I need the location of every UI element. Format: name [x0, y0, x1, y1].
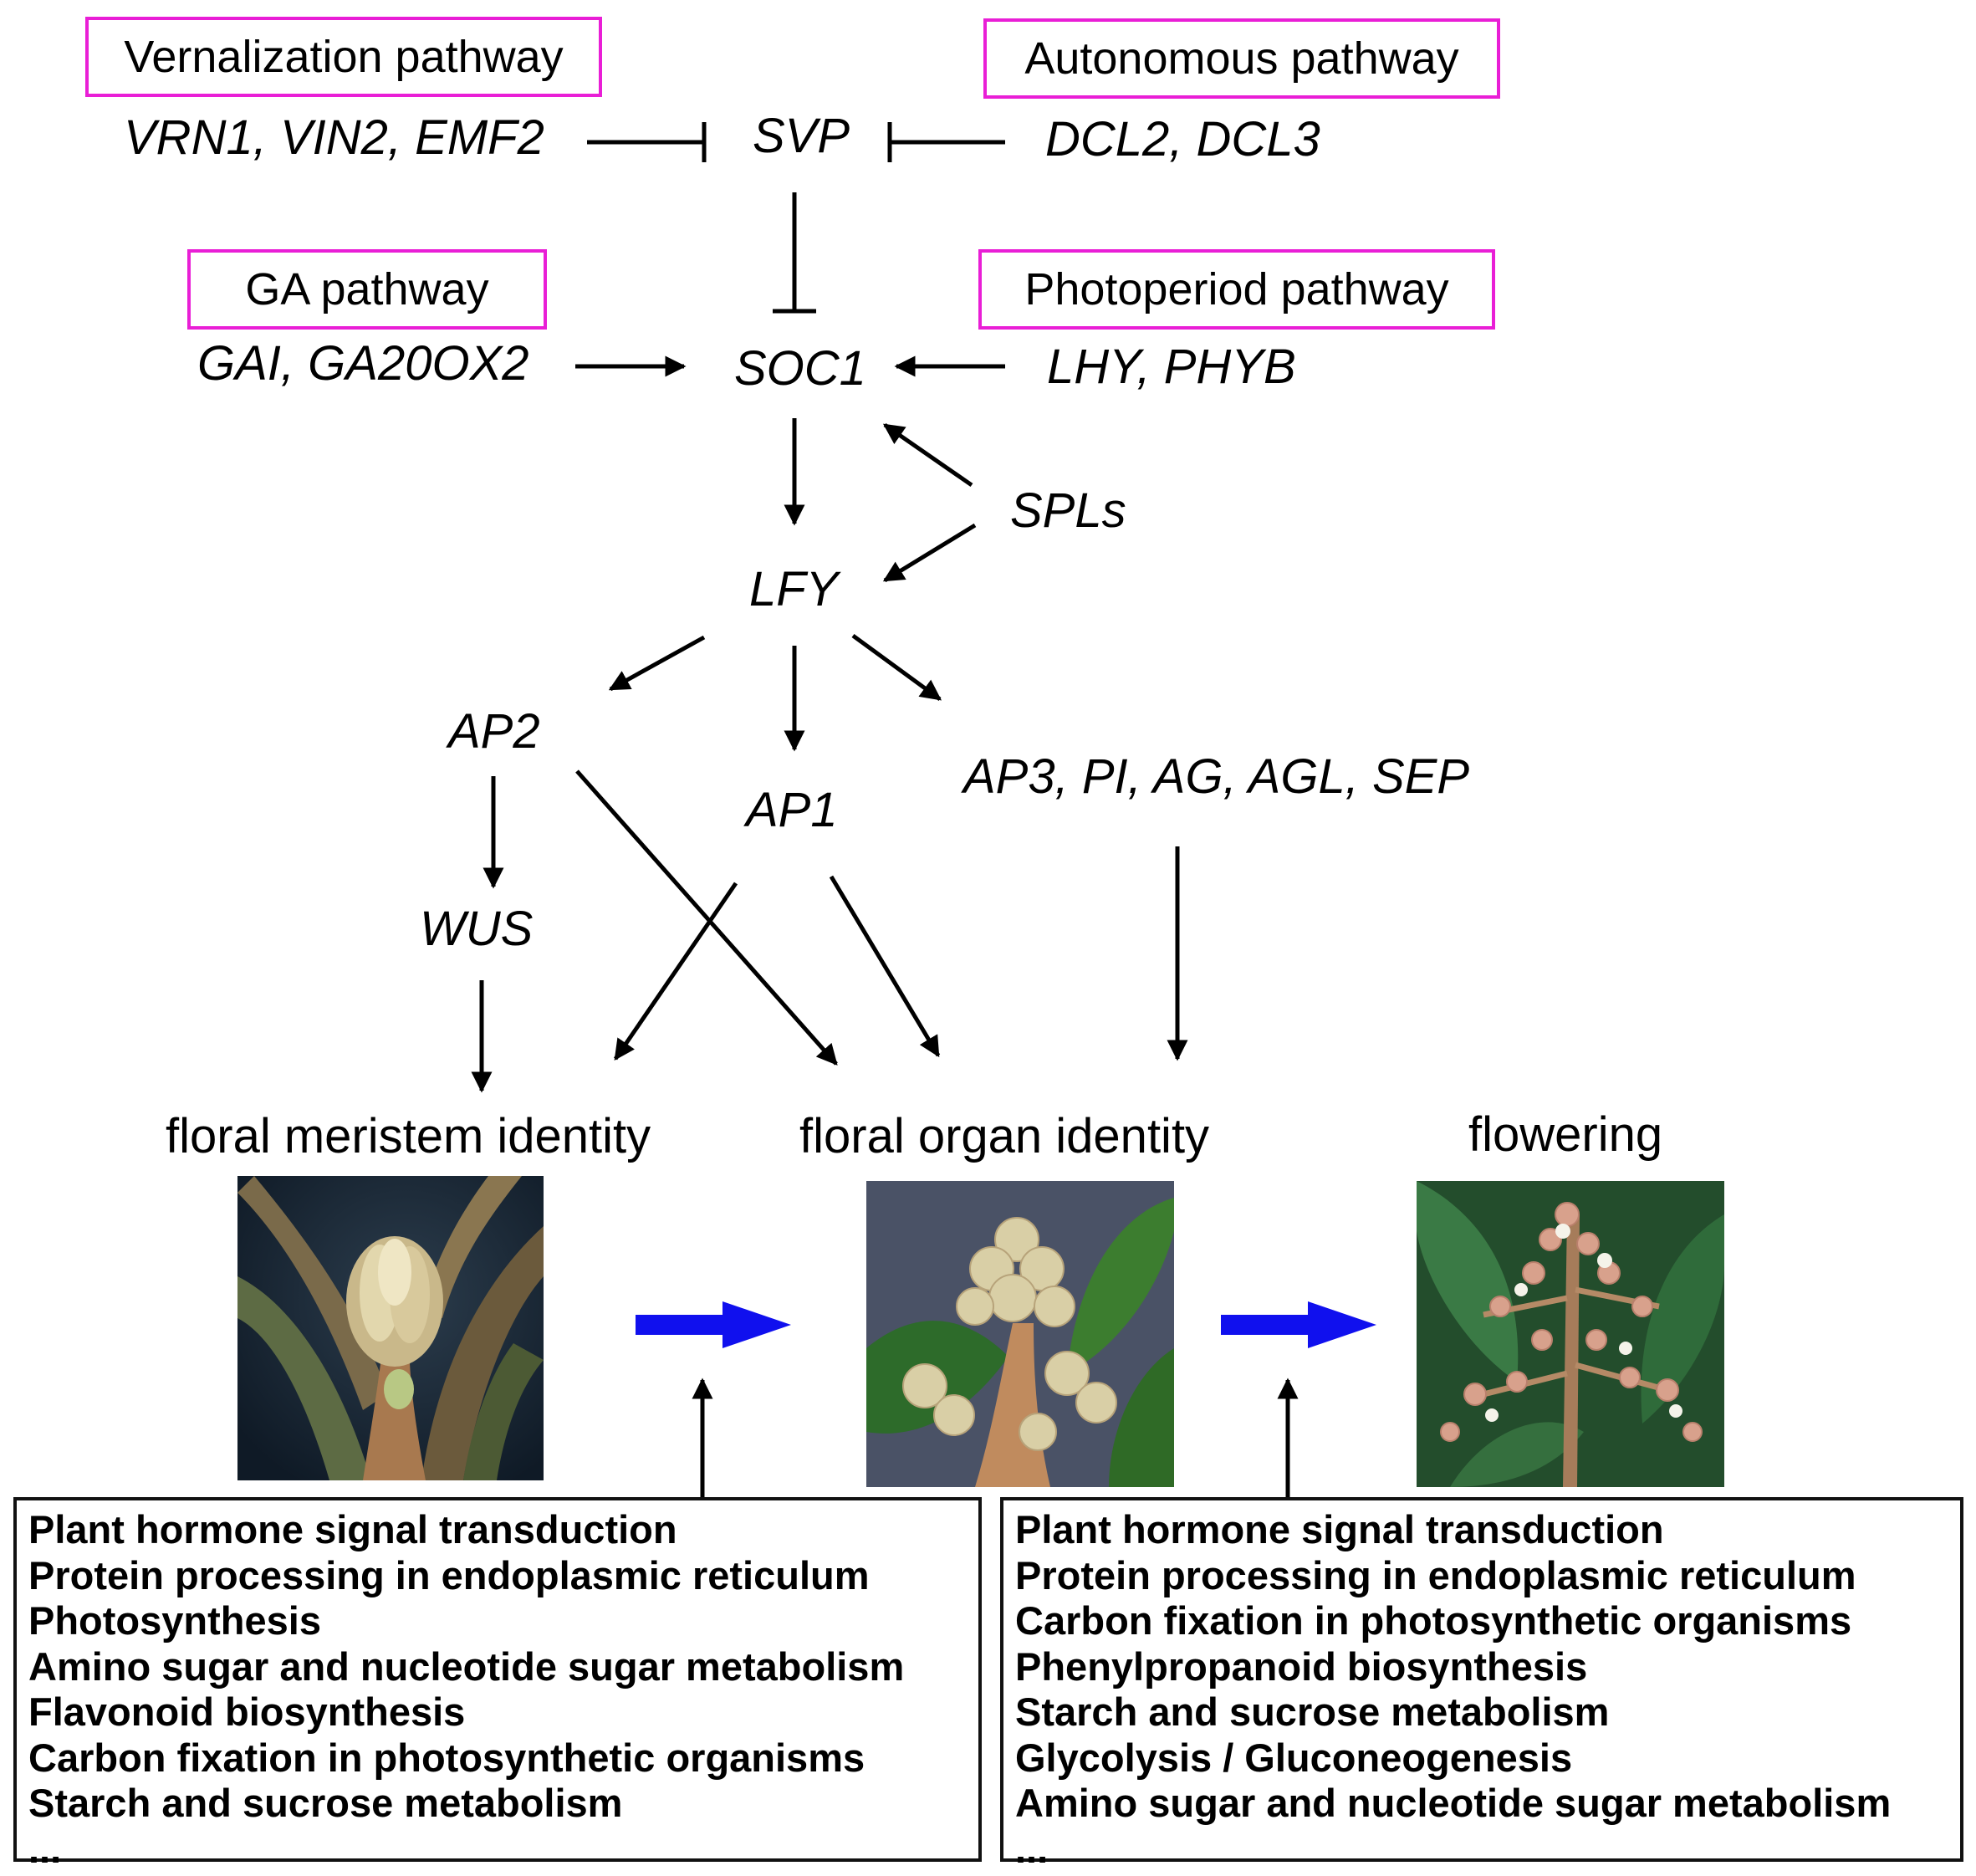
kegg-item: Starch and sucrose metabolism [28, 1781, 623, 1825]
gene-soc1: SOC1 [734, 341, 866, 396]
vernalization-pathway-box: Vernalization pathway [85, 17, 602, 97]
autonomous-genes: DCL2, DCL3 [1045, 112, 1320, 166]
gene-ap2: AP2 [448, 704, 540, 759]
gene-dcl3: DCL3 [1196, 112, 1320, 166]
gene-svp: SVP [753, 109, 850, 163]
gene-gai: GAI [197, 336, 281, 391]
gene-emf2: EMF2 [415, 110, 544, 165]
floral-organ-photo [866, 1181, 1174, 1487]
gene-lfy: LFY [749, 562, 839, 616]
kegg-box-right: Plant hormone signal transduction Protei… [1000, 1497, 1963, 1871]
floral-bud-illustration [237, 1176, 544, 1480]
kegg-item: Amino sugar and nucleotide sugar metabol… [28, 1643, 905, 1689]
stage-arrow-meristem-to-organ [636, 1301, 791, 1348]
gene-pi: PI [1081, 749, 1128, 804]
gene-vrn1: VRN1 [124, 110, 253, 165]
arrow-spls-soc1 [882, 422, 973, 488]
kegg-item: Carbon fixation in photosynthetic organi… [1015, 1598, 1852, 1643]
flowering-panicle-illustration [1417, 1181, 1724, 1487]
gene-phyb: PHYB [1163, 340, 1296, 394]
gene-dcl2: DCL2 [1045, 112, 1170, 166]
arrow-spls-lfy [882, 523, 977, 583]
ga-pathway-box: GA pathway [187, 249, 547, 330]
arrow-lfy-ap2 [608, 635, 706, 692]
kegg-item: Amino sugar and nucleotide sugar metabol… [1015, 1781, 1892, 1825]
photoperiod-pathway-box: Photoperiod pathway [978, 249, 1495, 330]
flowering-photo [1417, 1181, 1724, 1487]
kegg-item: Plant hormone signal transduction [28, 1507, 677, 1551]
gene-agl: AGL [1248, 749, 1345, 804]
kegg-item: Flavonoid biosynthesis [28, 1689, 466, 1734]
stage-floral-organ-identity: floral organ identity [799, 1109, 1210, 1163]
autonomous-pathway-label: Autonomous pathway [1024, 33, 1459, 84]
kegg-item: Starch and sucrose metabolism [1015, 1689, 1610, 1734]
gene-ap1: AP1 [746, 783, 838, 837]
inflorescence-buds-illustration [866, 1181, 1174, 1487]
gene-ga20ox2: GA20OX2 [308, 336, 529, 391]
gene-lhy: LHY [1047, 340, 1137, 394]
ga-genes: GAI, GA20OX2 [197, 336, 529, 391]
kegg-item: Phenylpropanoid biosynthesis [1015, 1643, 1588, 1689]
stage-floral-meristem-identity: floral meristem identity [166, 1109, 651, 1163]
gene-ap3: AP3 [963, 749, 1055, 804]
gene-ag: AG [1152, 749, 1223, 804]
floral-meristem-photo [237, 1176, 544, 1480]
gene-spls: SPLs [1010, 483, 1126, 538]
gene-sep: SEP [1371, 749, 1470, 804]
kegg-item: Photosynthesis [28, 1598, 321, 1643]
kegg-item-ellipsis: ... [1015, 1826, 1049, 1871]
kegg-item: Plant hormone signal transduction [1015, 1507, 1664, 1551]
arrow-ap1-meristem-identity [613, 882, 738, 1061]
ga-pathway-label: GA pathway [245, 264, 489, 314]
arrow-ap1-organ-identity [829, 875, 941, 1058]
arrow-lfy-organ-genes [851, 633, 942, 702]
kegg-item: Protein processing in endoplasmic reticu… [1015, 1552, 1856, 1597]
photoperiod-pathway-label: Photoperiod pathway [1024, 264, 1449, 314]
gene-vin2: VIN2 [279, 110, 388, 165]
vernalization-pathway-label: Vernalization pathway [124, 32, 564, 82]
kegg-item: Carbon fixation in photosynthetic organi… [28, 1735, 865, 1780]
gene-wus: WUS [420, 902, 534, 956]
vernalization-genes: VRN1, VIN2, EMF2 [124, 110, 544, 165]
stage-flowering: flowering [1468, 1107, 1663, 1162]
photoperiod-genes: LHY, PHYB [1047, 340, 1296, 394]
organ-genes: AP3, PI, AG, AGL, SEP [963, 749, 1470, 804]
kegg-box-left: Plant hormone signal transduction Protei… [13, 1497, 982, 1871]
kegg-item: Protein processing in endoplasmic reticu… [28, 1552, 870, 1597]
autonomous-pathway-box: Autonomous pathway [983, 18, 1500, 99]
kegg-item: Glycolysis / Gluconeogenesis [1015, 1735, 1573, 1780]
kegg-item-ellipsis: ... [28, 1826, 62, 1871]
stage-arrow-organ-to-flowering [1221, 1301, 1376, 1348]
